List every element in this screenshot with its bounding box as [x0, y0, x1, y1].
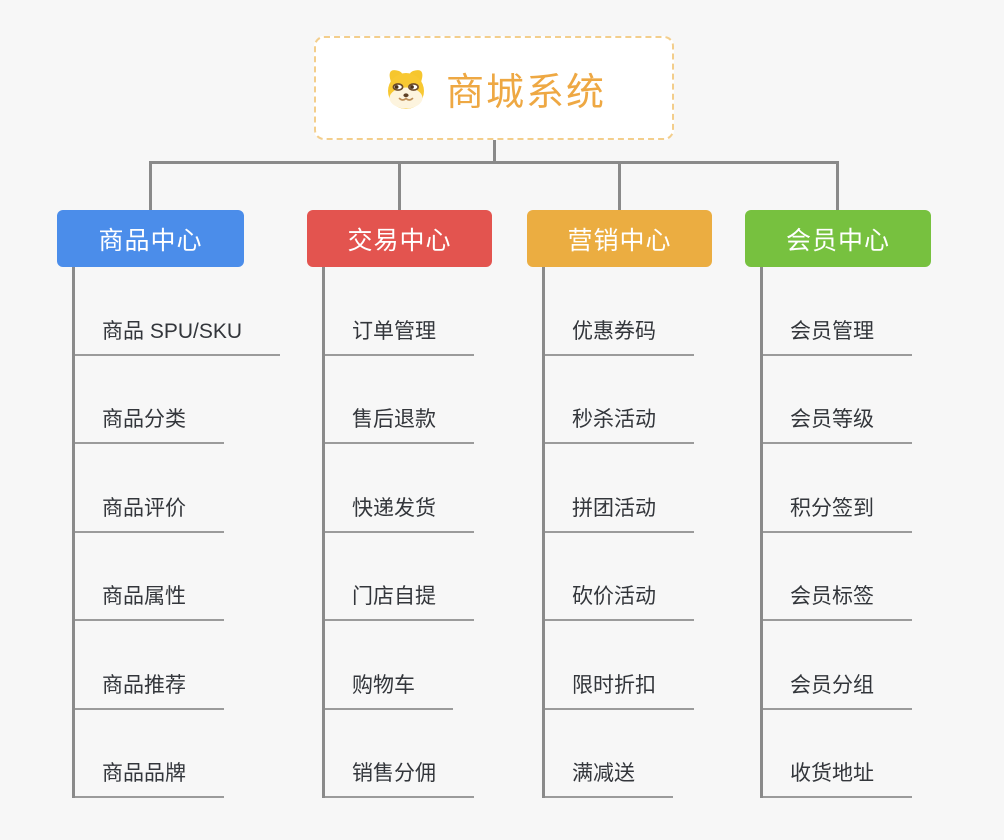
root-node[interactable]: 商城系统 [314, 36, 674, 140]
branch-header-marketing-center[interactable]: 营销中心 [527, 210, 712, 267]
leaf-label[interactable]: 会员标签 [763, 580, 912, 621]
leaf-label[interactable]: 门店自提 [325, 580, 474, 621]
leaf-label[interactable]: 优惠券码 [545, 315, 694, 356]
branch-header-product-center[interactable]: 商品中心 [57, 210, 244, 267]
leaf-node: 优惠券码 [545, 267, 694, 356]
root-title: 商城系统 [445, 71, 606, 114]
leaf-label[interactable]: 会员管理 [763, 315, 912, 356]
leaf-node: 商品属性 [75, 533, 280, 621]
leaf-node: 拼团活动 [545, 444, 694, 533]
leaf-label[interactable]: 售后退款 [325, 403, 474, 444]
leaf-node: 售后退款 [325, 356, 474, 444]
leaf-label[interactable]: 销售分佣 [325, 757, 474, 798]
leaf-node: 积分签到 [763, 444, 912, 533]
leaf-node: 商品评价 [75, 444, 280, 533]
connector-root-stem [493, 140, 496, 163]
leaf-node: 秒杀活动 [545, 356, 694, 444]
leaf-label[interactable]: 商品推荐 [75, 669, 224, 710]
connector-drop-member-center [836, 161, 839, 210]
leaf-label[interactable]: 满减送 [545, 757, 673, 798]
leaf-list-product-center: 商品 SPU/SKU 商品分类 商品评价 商品属性 商品推荐 商品品牌 [72, 267, 281, 798]
leaf-node: 满减送 [545, 710, 694, 798]
leaf-node: 会员管理 [763, 267, 912, 356]
leaf-node: 快递发货 [325, 444, 474, 533]
leaf-node: 会员分组 [763, 621, 912, 710]
leaf-node: 会员等级 [763, 356, 912, 444]
leaf-node: 购物车 [325, 621, 474, 710]
leaf-label[interactable]: 积分签到 [763, 492, 912, 533]
leaf-label[interactable]: 商品 SPU/SKU [75, 315, 281, 356]
leaf-label[interactable]: 秒杀活动 [545, 403, 694, 444]
branch-header-member-center[interactable]: 会员中心 [745, 210, 931, 267]
leaf-node: 商品品牌 [75, 710, 280, 798]
leaf-label[interactable]: 商品评价 [75, 492, 224, 533]
leaf-list-member-center: 会员管理 会员等级 积分签到 会员标签 会员分组 收货地址 [760, 267, 912, 798]
leaf-label[interactable]: 拼团活动 [545, 492, 694, 533]
leaf-label[interactable]: 商品属性 [75, 580, 224, 621]
leaf-label[interactable]: 订单管理 [325, 315, 474, 356]
connector-drop-product-center [149, 161, 152, 210]
leaf-label[interactable]: 购物车 [325, 669, 453, 710]
leaf-label[interactable]: 收货地址 [763, 757, 912, 798]
leaf-node: 门店自提 [325, 533, 474, 621]
leaf-node: 砍价活动 [545, 533, 694, 621]
leaf-node: 商品 SPU/SKU [75, 267, 281, 356]
leaf-label[interactable]: 会员分组 [763, 669, 912, 710]
leaf-label[interactable]: 快递发货 [325, 492, 474, 533]
leaf-node: 商品推荐 [75, 621, 280, 710]
leaf-node: 销售分佣 [325, 710, 474, 798]
leaf-list-marketing-center: 优惠券码 秒杀活动 拼团活动 砍价活动 限时折扣 满减送 [542, 267, 694, 798]
leaf-node: 限时折扣 [545, 621, 694, 710]
leaf-node: 会员标签 [763, 533, 912, 621]
leaf-node: 订单管理 [325, 267, 474, 356]
leaf-label[interactable]: 商品品牌 [75, 757, 224, 798]
leaf-list-trade-center: 订单管理 售后退款 快递发货 门店自提 购物车 销售分佣 [322, 267, 474, 798]
shiba-dog-icon [387, 70, 424, 109]
connector-main-horizontal [149, 161, 839, 164]
branch-header-trade-center[interactable]: 交易中心 [307, 210, 492, 267]
leaf-node: 收货地址 [763, 710, 912, 798]
leaf-label[interactable]: 会员等级 [763, 403, 912, 444]
leaf-node: 商品分类 [75, 356, 280, 444]
leaf-label[interactable]: 商品分类 [75, 403, 224, 444]
leaf-label[interactable]: 砍价活动 [545, 580, 694, 621]
connector-drop-marketing-center [618, 161, 621, 210]
connector-drop-trade-center [398, 161, 401, 210]
leaf-label[interactable]: 限时折扣 [545, 669, 694, 710]
